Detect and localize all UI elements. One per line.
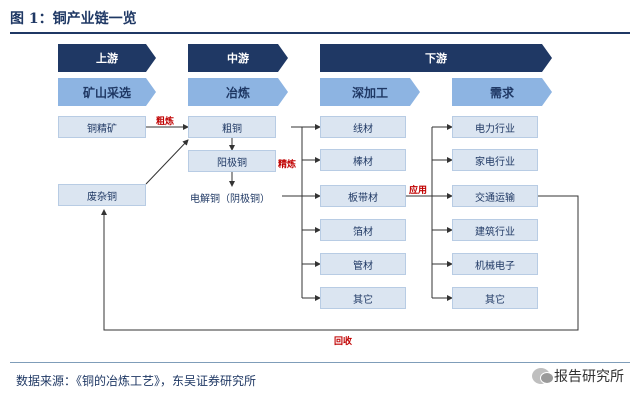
- edge-label-rough-smelting: 粗炼: [156, 117, 175, 127]
- node-machinery-electronics: 机械电子: [452, 253, 538, 275]
- watermark: 报告研究所: [532, 366, 624, 386]
- node-transportation: 交通运输: [452, 185, 538, 207]
- node-anode-copper: 阳极铜: [188, 150, 276, 172]
- stage-upstream-sub: 矿山采选: [58, 78, 156, 106]
- wechat-icon: [532, 368, 554, 384]
- watermark-text: 报告研究所: [554, 369, 624, 385]
- title-rule: [10, 32, 630, 34]
- node-appliance-industry: 家电行业: [452, 149, 538, 171]
- stage-demand-sub: 需求: [452, 78, 552, 106]
- footer-rule: [10, 362, 630, 363]
- edge-label-application: 应用: [409, 186, 428, 196]
- node-blister-copper: 粗铜: [188, 116, 276, 138]
- node-foil: 箔材: [320, 219, 406, 241]
- node-scrap-copper: 废杂铜: [58, 184, 146, 206]
- edge-label-recycling: 回收: [334, 337, 353, 347]
- node-construction-industry: 建筑行业: [452, 219, 538, 241]
- stage-downstream-header: 下游: [320, 44, 552, 72]
- stage-upstream-header: 上游: [58, 44, 156, 72]
- stage-processing-sub: 深加工: [320, 78, 420, 106]
- node-demand-other: 其它: [452, 287, 538, 309]
- figure-title: 图 1：铜产业链一览: [10, 11, 137, 27]
- edge-label-refining: 精炼: [278, 160, 297, 170]
- stage-midstream-header: 中游: [188, 44, 288, 72]
- node-processing-other: 其它: [320, 287, 406, 309]
- node-copper-concentrate: 铜精矿: [58, 116, 146, 138]
- stage-midstream-sub: 冶炼: [188, 78, 288, 106]
- node-wire: 线材: [320, 116, 406, 138]
- node-tube: 管材: [320, 253, 406, 275]
- node-plate-strip: 板带材: [320, 185, 406, 207]
- figure-source: 数据来源：《铜的冶炼工艺》，东吴证券研究所: [16, 374, 257, 388]
- node-power-industry: 电力行业: [452, 116, 538, 138]
- node-cathode-copper: 电解铜（阴极铜）: [190, 194, 270, 205]
- node-rod: 棒材: [320, 149, 406, 171]
